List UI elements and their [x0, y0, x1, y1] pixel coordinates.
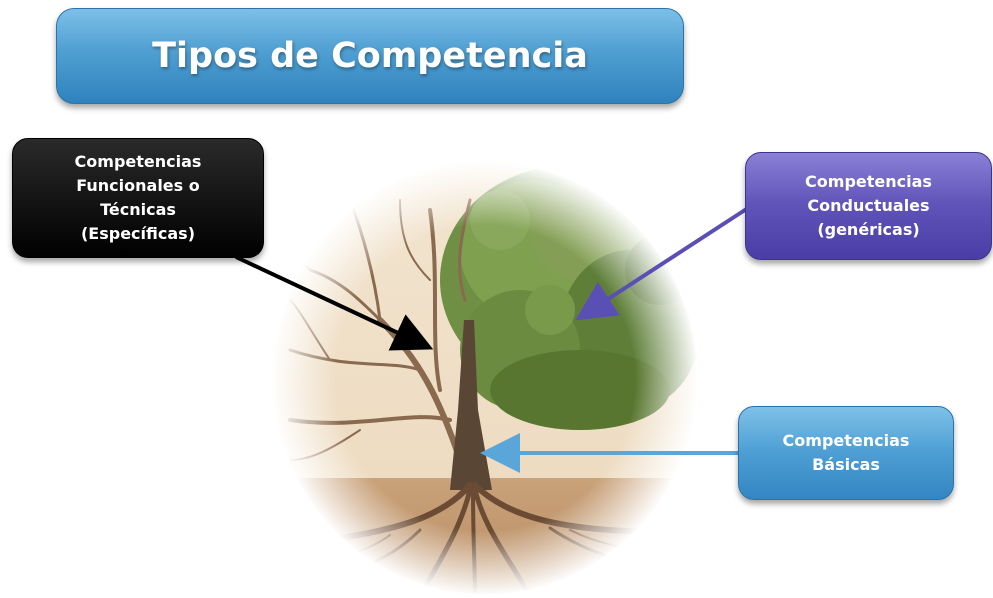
- label-conductuales-text: Competencias Conductuales (genéricas): [805, 172, 932, 239]
- label-basicas-text: Competencias Básicas: [782, 431, 910, 474]
- label-competencias-basicas: Competencias Básicas: [738, 406, 954, 500]
- title-banner: Tipos de Competencia: [56, 8, 684, 104]
- tree-illustration: [271, 160, 699, 596]
- label-funcionales-text: Competencias Funcionales o Técnicas (Esp…: [74, 152, 202, 243]
- label-competencias-funcionales: Competencias Funcionales o Técnicas (Esp…: [12, 138, 264, 258]
- label-competencias-conductuales: Competencias Conductuales (genéricas): [745, 152, 992, 260]
- diagram-title: Tipos de Competencia: [152, 36, 588, 76]
